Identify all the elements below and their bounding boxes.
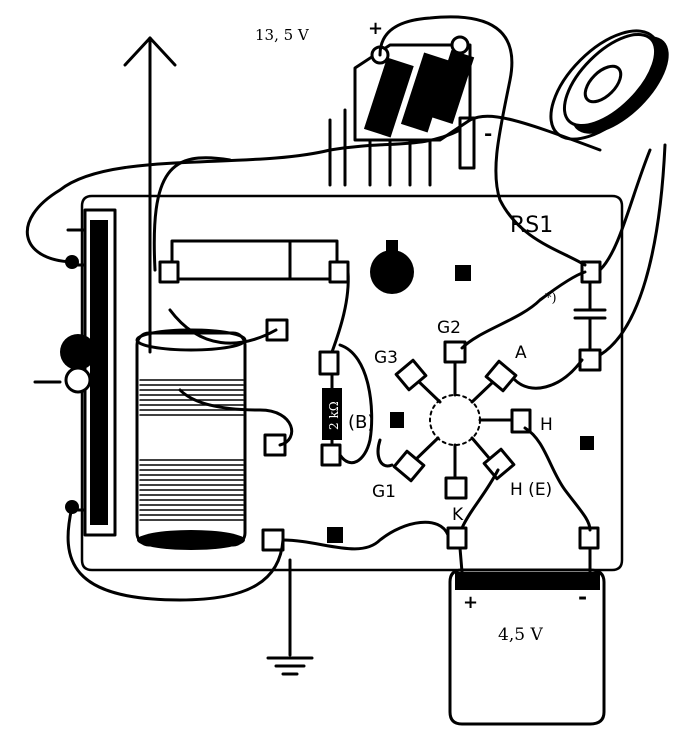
top-battery-voltage: 13, 5 V <box>255 26 310 44</box>
loudspeaker <box>549 29 669 141</box>
pin-g3: G3 <box>374 348 398 368</box>
terminal <box>446 526 468 550</box>
coil <box>135 328 247 550</box>
baseboard <box>80 194 624 572</box>
bottom-battery-plus: + <box>463 592 478 613</box>
bottom-battery <box>448 568 606 726</box>
top-battery-minus: - <box>484 121 492 145</box>
pin-k: K <box>452 505 464 525</box>
pin-a: A <box>515 343 527 363</box>
pin-g1: G1 <box>372 482 396 502</box>
top-battery-plus: + <box>368 18 383 39</box>
terminal <box>261 528 285 552</box>
labels: 13, 5 V + - RS1 *) 2 kΩ (B) G2 G3 A H G1… <box>255 18 587 645</box>
board-name: RS1 <box>510 213 553 238</box>
tuning-capacitor <box>33 208 117 537</box>
pin-h: H <box>540 415 553 435</box>
square-pad <box>455 265 471 281</box>
pin-g2: G2 <box>437 318 461 338</box>
b-label: (B) <box>348 412 374 433</box>
top-battery <box>328 35 476 187</box>
ground-symbol <box>266 558 314 676</box>
capacitor-mark: *) <box>545 291 557 306</box>
top-component <box>158 239 350 284</box>
mounting-hole <box>370 240 414 294</box>
bottom-battery-voltage: 4,5 V <box>498 625 543 645</box>
capacitor <box>573 260 607 372</box>
square-pad <box>390 412 404 428</box>
wires <box>25 15 667 602</box>
resistor-label: 2 kΩ <box>327 401 341 430</box>
pin-he: H (E) <box>510 480 552 500</box>
resistor-2k <box>318 350 342 467</box>
terminal <box>263 433 287 457</box>
square-pad <box>327 527 343 543</box>
tube-socket <box>392 340 532 500</box>
bottom-battery-minus: - <box>578 584 587 610</box>
square-pad <box>580 436 594 450</box>
